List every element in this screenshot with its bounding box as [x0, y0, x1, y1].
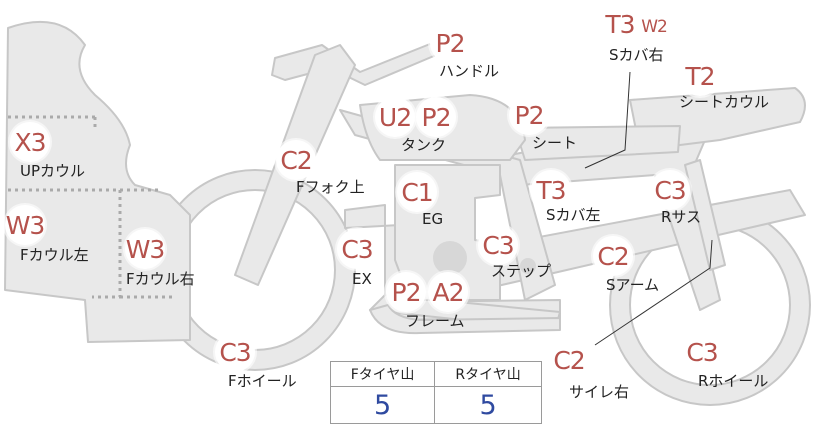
seat-shape	[514, 125, 681, 161]
label-s-cover-left: Sカバ左	[546, 206, 601, 224]
label-s-cover-right: Sカバ右	[609, 46, 664, 64]
grade-badge-frame: P2	[386, 272, 426, 312]
label-handle: ハンドル	[439, 62, 500, 80]
grade-badge-up-cowl: X3	[10, 122, 50, 162]
grade-badge-step: C3	[478, 225, 518, 265]
grade-badge-seat-cowl: T2	[680, 56, 720, 96]
label-seat: シート	[532, 134, 578, 152]
label-f-fork-top: Fフォク上	[296, 178, 365, 196]
label-r-sus: Rサス	[661, 208, 702, 226]
grade-badge-f-cowl-left: W3	[5, 205, 45, 245]
handlebar-shape	[271, 39, 449, 86]
fairing-shape	[4, 20, 191, 343]
label-frame: フレーム	[405, 312, 465, 330]
grade-badge-tank-2: P2	[416, 97, 456, 137]
grade-badge-s-cover-right-2: W2	[641, 14, 668, 40]
grade-badge-f-cowl-right: W3	[125, 229, 165, 269]
label-tank: タンク	[401, 136, 447, 154]
label-seat-cowl: シートカウル	[679, 93, 770, 111]
exhaust-shape	[369, 304, 561, 335]
front-tread-value: 5	[329, 386, 436, 424]
label-r-wheel: Rホイール	[698, 372, 769, 390]
grade-badge-f-wheel: C3	[215, 332, 255, 372]
label-s-arm: Sアーム	[606, 276, 660, 294]
grade-badge-s-arm: C2	[593, 236, 633, 276]
label-f-wheel: Fホイール	[228, 372, 297, 390]
grade-badge-handle: P2	[430, 23, 470, 63]
label-f-cowl-right: Fカウル右	[126, 270, 195, 288]
label-up-cowl: UPカウル	[20, 162, 86, 180]
rear-tread-header: Rタイヤ山	[434, 361, 542, 387]
grade-badge-seat: P2	[509, 95, 549, 135]
grade-badge-frame-2: A2	[428, 272, 468, 312]
label-exhaust: EX	[352, 270, 372, 288]
label-step: ステップ	[491, 262, 552, 280]
grade-badge-side-stand-right: C2	[549, 340, 589, 380]
grade-badge-engine: C1	[397, 172, 437, 212]
tire-tread-table: Fタイヤ山 Rタイヤ山 5 5	[329, 361, 542, 424]
label-side-stand-right: サイレ右	[569, 383, 630, 401]
grade-badge-r-sus: C3	[650, 170, 690, 210]
grade-badge-exhaust: C3	[337, 229, 377, 269]
label-f-cowl-left: Fカウル左	[20, 246, 89, 264]
label-engine: EG	[422, 210, 444, 228]
grade-badge-tank: U2	[375, 97, 415, 137]
rear-tread-value: 5	[434, 386, 542, 424]
front-tread-header: Fタイヤ山	[329, 361, 436, 387]
grade-badge-r-wheel: C3	[682, 332, 722, 372]
grade-badge-f-fork-top: C2	[276, 140, 316, 180]
grade-badge-s-cover-right: T3	[600, 4, 640, 44]
grade-badge-s-cover-left: T3	[531, 170, 571, 210]
